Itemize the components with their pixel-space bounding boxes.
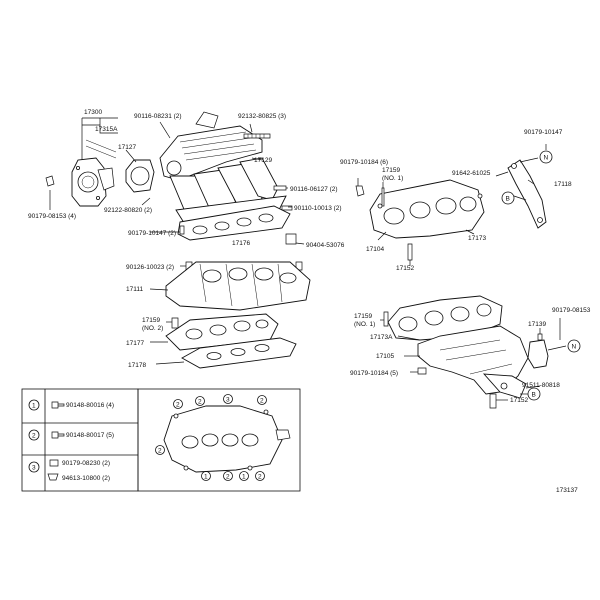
legend-row3-num: 3 (32, 465, 36, 472)
label-92132-80825: 92132-80825 (3) (238, 113, 286, 120)
label-90404-53076: 90404-53076 (306, 242, 345, 249)
label-17159-no1a: 17159 (382, 167, 400, 174)
lower-intake-group (149, 261, 311, 369)
label-92122-80820: 92122-80820 (2) (104, 207, 152, 214)
legend-box (21, 388, 301, 492)
callout-num: 1 (204, 474, 208, 481)
callout-num: 1 (242, 474, 246, 481)
label-17129: 17129 (254, 157, 272, 164)
label-90116-08231: 90116-08231 (2) (134, 113, 182, 120)
exhaust-manifold-front-group (355, 178, 485, 266)
label-17127: 17127 (118, 144, 136, 151)
label-90179-10184-5: 90179-10184 (5) (350, 370, 398, 377)
label-b-top: B (506, 196, 510, 203)
callout-b-top (501, 191, 515, 205)
callout-num: 2 (176, 402, 180, 409)
intake-manifold-group (45, 111, 305, 245)
callout-b-bottom (527, 387, 541, 401)
callout-n-top (539, 150, 553, 164)
label-17178: 17178 (128, 362, 146, 369)
label-17105: 17105 (376, 353, 394, 360)
label-17300: 17300 (84, 109, 102, 116)
label-90126-10023: 90126-10023 (2) (126, 264, 174, 271)
exhaust-manifold-rear-group (380, 295, 567, 409)
label-90110-10013: 90110-10013 (2) (294, 205, 342, 212)
label-n-bottom: N (572, 344, 577, 351)
callout-num: 2 (260, 398, 264, 405)
label-n-top: N (544, 155, 549, 162)
label-90179-10147: 90179-10147 (524, 129, 563, 136)
legend-row3-part-b: 94613-10800 (2) (62, 475, 110, 482)
label-17152a: 17152 (396, 265, 414, 272)
label-17315a: 17315A (95, 126, 118, 133)
label-17173a: 17173A (370, 334, 393, 341)
label-17111: 17111 (126, 286, 143, 293)
callout-num: 2 (158, 448, 162, 455)
label-17159-no2-sub: (NO. 2) (142, 325, 163, 332)
callout-num: 3 (226, 397, 230, 404)
gasket-17127-drawing (125, 159, 155, 193)
label-17177: 17177 (126, 340, 144, 347)
label-90179-08153-4: 90179-08153 (4) (28, 213, 76, 220)
label-17159-no1b: 17159 (354, 313, 372, 320)
intake-gasket-17176-drawing (177, 205, 291, 241)
intake-plenum-drawing (159, 111, 287, 227)
label-90179-10147-2: 90179-10147 (2) (128, 230, 176, 237)
label-17104: 17104 (366, 246, 384, 253)
label-91642-61025: 91642-61025 (452, 170, 491, 177)
label-17173: 17173 (468, 235, 486, 242)
label-91511-80818: 91511-80818 (522, 382, 560, 389)
callout-num: 2 (198, 399, 202, 406)
label-90179-10184-6: 90179-10184 (6) (340, 159, 388, 166)
legend-row3-part-a: 90179-08230 (2) (62, 460, 110, 467)
throttle-body-drawing (71, 139, 117, 207)
legend-row2-num: 2 (32, 433, 36, 440)
callout-n-bottom (567, 339, 581, 353)
label-17159-no2: 17159 (142, 317, 160, 324)
label-17176: 17176 (232, 240, 250, 247)
label-90116-06127: 90116-06127 (2) (290, 186, 338, 193)
label-17159-no1b-sub: (NO. 1) (354, 321, 375, 328)
label-b-bottom: B (532, 392, 536, 399)
callout-num: 2 (258, 474, 262, 481)
label-17139: 17139 (528, 321, 546, 328)
label-90179-08153: 90179-08153 (552, 307, 591, 314)
manifold-stay-drawing (495, 144, 547, 229)
callout-num: 2 (226, 474, 230, 481)
legend-row2-part: 90148-80017 (5) (66, 432, 114, 439)
legend-row1-part: 90148-80016 (4) (66, 402, 114, 409)
label-17152b: 17152 (510, 397, 528, 404)
label-17118: 17118 (554, 181, 572, 188)
legend-row1-num: 1 (32, 403, 36, 410)
label-17159-no1a-sub: (NO. 1) (382, 175, 403, 182)
diagram-id: 173137 (556, 487, 578, 494)
